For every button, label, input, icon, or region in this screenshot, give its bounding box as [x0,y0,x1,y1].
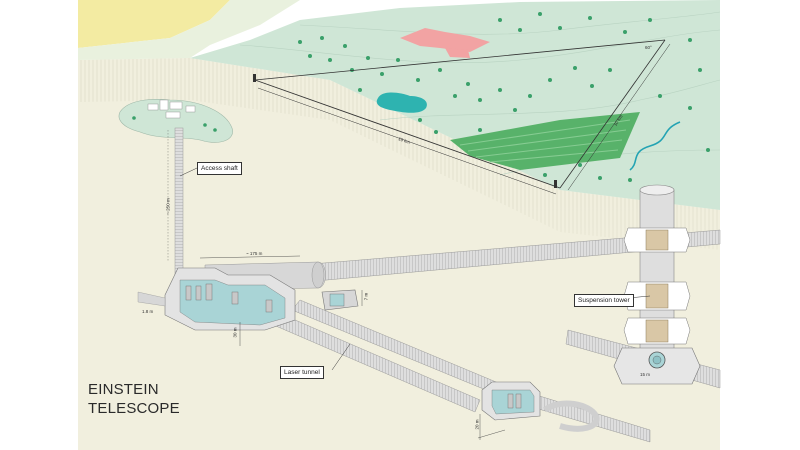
yellow-hill [78,0,230,48]
surface-arm-left [254,79,561,189]
end-equipment [507,393,522,409]
river [629,121,681,171]
laser-tunnel-label: Laser tunnel [280,366,324,379]
tunnel-diameter-label: 7 m [363,292,369,301]
cavern-height-label: 30 m [232,327,238,338]
tower-top [639,184,675,196]
leader-laser-tunnel [331,343,351,371]
corner-equipment [185,283,273,313]
tower-width-label: 15 m [640,372,651,377]
side-cavern-door [329,293,345,307]
corner-marker-right [554,180,557,188]
contour-1 [239,29,721,64]
access-shaft-label: Access shaft [197,162,242,175]
surface-buildings [147,99,196,119]
yellow-hill-right [78,0,300,60]
corner-angle-label: 60° [645,45,652,50]
trees [298,12,710,192]
shaft-depth-label: ~ 250 m [165,198,171,215]
end-depth-label: 20 m [474,419,480,430]
surface-platform [118,99,233,143]
dim-end-width [477,429,506,439]
tower-tank-2 [645,283,669,309]
crop-field-lines [459,119,631,163]
title-line-1: EINSTEIN [88,381,159,398]
tower-tank-1 [645,229,669,251]
dim-line-arm [257,87,557,195]
surface-arm-right [559,39,666,189]
dim-cavern-length [199,255,301,259]
cavern-length-label: ~ 175 m [246,251,263,256]
village-2 [445,48,470,58]
dim-line-right [567,43,671,191]
lake [376,92,427,113]
contour-3 [379,79,721,121]
service-loop [543,400,600,432]
contour-2 [299,11,721,35]
cavern-tube-end [311,261,325,289]
suspension-tower-label: Suspension tower [574,294,634,307]
title-line-2: TELESCOPE [88,400,180,417]
platform-trees [132,116,217,132]
village [400,28,490,52]
leader-access-shaft [179,167,198,177]
small-scale-label: 1.8 m [142,309,154,314]
corner-marker-left [253,74,256,82]
surface-arm-back [254,39,666,81]
tower-tank-3 [645,319,669,343]
connector-left [137,291,166,307]
access-shaft [174,127,184,279]
